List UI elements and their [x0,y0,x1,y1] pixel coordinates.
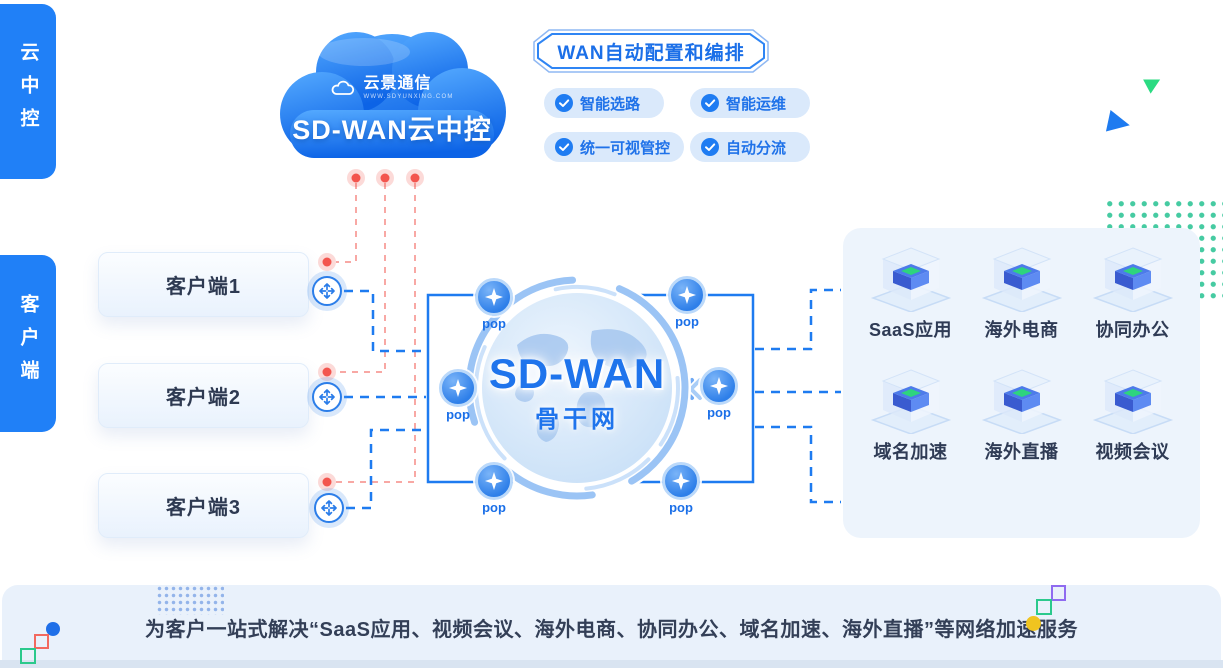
cloud-shape [280,32,506,158]
client-box-3: 客户端3 [98,473,309,538]
check-icon [555,138,573,156]
brand-name: 云景通信 [363,75,432,92]
blue-dot-decoration [46,622,60,636]
banner-text: 为客户一站式解决“SaaS应用、视频会议、海外电商、协同办公、域名加速、海外直播… [145,619,1078,641]
badge-frame [533,29,769,73]
service-cube-icon [1092,247,1173,312]
side-tab-client: 客户端 [0,255,56,432]
pop-node [662,462,700,500]
pop-node [475,462,513,500]
pop-node [700,367,738,405]
feature-pill-unified-visibility: 统一可视管控 [544,132,684,162]
service-label: 视频会议 [1095,442,1170,462]
sdwan-control-cloud: 云景通信 WWW.SDYUNXING.COM SD-WAN云中控 [272,18,512,174]
feature-pill-smart-ops: 智能运维 [690,88,810,118]
blue-dot-grid-decoration [156,585,224,615]
purple-square-decoration [1051,585,1066,601]
orchestration-title: WAN自动配置和编排 [557,42,745,64]
service-cube-icon [1092,369,1173,434]
pop-node-icon [449,379,467,397]
service-item-overseas-livestream: 海外直播 [970,364,1074,464]
service-item-overseas-ecommerce: 海外电商 [970,242,1074,342]
blue-triangle-decoration [1105,109,1133,137]
brand-cloud-icon [332,80,355,95]
feature-label: 智能运维 [726,95,787,113]
router-icon [312,382,342,412]
service-cube-icon [981,247,1062,312]
feature-label: 统一可视管控 [580,139,671,157]
pop-node [439,369,477,407]
service-label: SaaS应用 [868,320,953,340]
brand-logo: 云景通信 WWW.SDYUNXING.COM [272,76,512,100]
pop-label: pop [482,500,506,515]
cloud-title: SD-WAN云中控 [292,115,492,145]
pop-node-icon [485,472,503,490]
pop-label: pop [669,500,693,515]
router-icon [312,276,342,306]
pop-label: pop [482,316,506,331]
pop-node-icon [672,472,690,490]
service-label: 域名加速 [873,442,948,462]
service-item-collaborative-office: 协同办公 [1081,242,1185,342]
green-square-decoration [1036,599,1052,615]
router-icon [314,493,344,523]
service-label: 协同办公 [1095,320,1170,340]
service-cube-icon [870,247,951,312]
green-square-decoration [20,648,36,664]
banner-under-strip [0,660,1223,668]
service-label: 海外直播 [984,442,1059,462]
red-square-decoration [34,634,49,649]
pop-node [475,278,513,316]
feature-label: 自动分流 [726,139,787,157]
client-box-2: 客户端2 [98,363,309,428]
service-cube-icon [870,369,951,434]
pop-node-icon [678,286,696,304]
client-box-1: 客户端1 [98,252,309,317]
service-cube-icon [981,369,1062,434]
pop-node [668,276,706,314]
pop-node-icon [485,288,503,306]
service-item-saas: SaaS应用 [859,242,963,342]
check-icon [701,94,719,112]
yellow-dot-decoration [1026,616,1041,631]
feature-pill-auto-offload: 自动分流 [690,132,810,162]
check-icon [701,138,719,156]
service-item-video-conference: 视频会议 [1081,364,1185,464]
service-item-domain-acceleration: 域名加速 [859,364,963,464]
orchestration-badge: WAN自动配置和编排 [533,29,769,73]
feature-label: 智能选路 [580,95,641,113]
red-link-dots [318,169,424,491]
service-label: 海外电商 [984,320,1059,340]
pop-label: pop [707,405,731,420]
check-icon [555,94,573,112]
pop-label: pop [446,407,470,422]
brand-url: WWW.SDYUNXING.COM [363,94,454,100]
pop-node-icon [710,377,728,395]
feature-pill-smart-routing: 智能选路 [544,88,664,118]
side-tab-cloud-control: 云中控 [0,4,56,179]
green-triangle-decoration [1143,72,1164,94]
accelerated-services-panel: SaaS应用 海外电商 [843,228,1200,538]
pop-label: pop [675,314,699,329]
